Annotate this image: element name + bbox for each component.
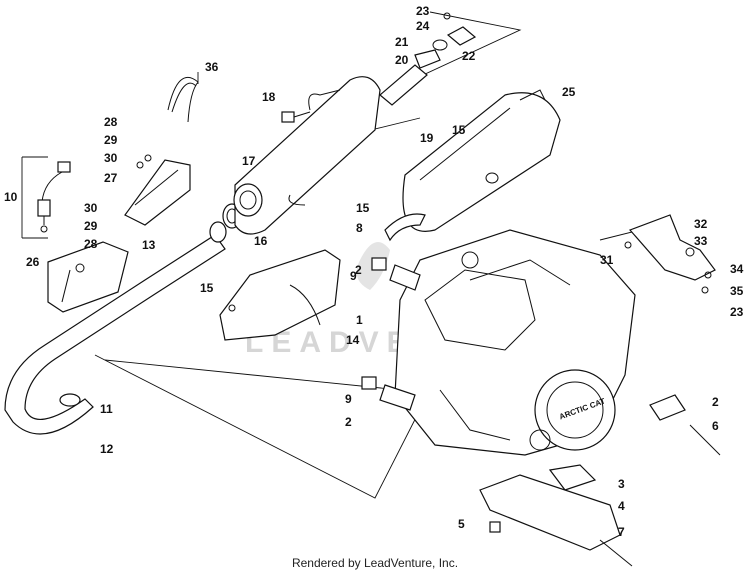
callout-33: 33 — [694, 234, 708, 248]
callout-25: 25 — [562, 85, 576, 99]
callout-2-right: 2 — [712, 395, 719, 409]
callout-35: 35 — [730, 284, 744, 298]
callout-labels: 1 2 2 2 3 4 5 6 7 8 9 9 10 11 12 13 14 1… — [4, 4, 744, 539]
callout-5: 5 — [458, 517, 465, 531]
callout-13: 13 — [142, 238, 156, 252]
callout-22: 22 — [462, 49, 476, 63]
part-2-9-engine-mounts — [361, 257, 721, 456]
part-8-shield — [384, 213, 426, 242]
callout-12: 12 — [100, 442, 114, 456]
callout-15-middle: 15 — [356, 201, 370, 215]
callout-18: 18 — [262, 90, 276, 104]
callout-1: 1 — [356, 313, 363, 327]
callout-29-upper: 29 — [104, 133, 118, 147]
callout-28-lower: 28 — [84, 237, 98, 251]
callout-11: 11 — [100, 402, 113, 416]
callout-27: 27 — [104, 171, 118, 185]
callout-10: 10 — [4, 190, 18, 204]
callout-2-upper-left: 2 — [355, 263, 362, 277]
part-31-35-right-bracket — [624, 214, 716, 294]
callout-29-lower: 29 — [84, 219, 98, 233]
footer-credit: Rendered by LeadVenture, Inc. — [291, 556, 459, 570]
part-27-28-heat-shield-upper — [124, 154, 191, 226]
part-19-muffler — [233, 76, 381, 235]
callout-15-top: 15 — [452, 123, 466, 137]
part-36-hanger-strap — [167, 72, 199, 123]
callout-19: 19 — [420, 131, 434, 145]
callout-3: 3 — [618, 477, 625, 491]
callout-14: 14 — [346, 333, 360, 347]
callout-21: 21 — [395, 35, 409, 49]
callout-17: 17 — [242, 154, 256, 168]
callout-23-right: 23 — [730, 305, 744, 319]
callout-34: 34 — [730, 262, 744, 276]
callout-30-lower: 30 — [84, 201, 98, 215]
callout-30-upper: 30 — [104, 151, 118, 165]
part-18-bolt — [281, 111, 311, 123]
callout-20: 20 — [395, 53, 409, 67]
part-14-lower-heat-shield — [219, 249, 341, 341]
part-1-engine: ARCTIC CAT — [394, 229, 661, 456]
callout-9-upper: 9 — [350, 269, 357, 283]
callout-16: 16 — [254, 234, 268, 248]
callout-23-top: 23 — [416, 4, 430, 18]
part-25-heat-shield — [402, 89, 561, 232]
part-20-24-tailpipe-hardware — [379, 12, 477, 106]
callout-28-upper: 28 — [104, 115, 118, 129]
callout-24: 24 — [416, 19, 430, 33]
callout-26: 26 — [26, 255, 40, 269]
callout-2-lower-left: 2 — [345, 415, 352, 429]
callout-15-left: 15 — [200, 281, 214, 295]
part-3-4-5-7-lower-mount — [479, 464, 633, 567]
callout-8: 8 — [356, 221, 363, 235]
callout-31: 31 — [600, 253, 614, 267]
part-26-exhaust-bracket — [47, 241, 129, 313]
callout-36: 36 — [205, 60, 219, 74]
part-10-o2-sensor — [37, 161, 71, 233]
callout-32: 32 — [694, 217, 708, 231]
callout-7: 7 — [618, 525, 625, 539]
callout-9-lower: 9 — [345, 392, 352, 406]
callout-6: 6 — [712, 419, 719, 433]
callout-4: 4 — [618, 499, 625, 513]
part-13-header-pipe — [4, 221, 227, 435]
